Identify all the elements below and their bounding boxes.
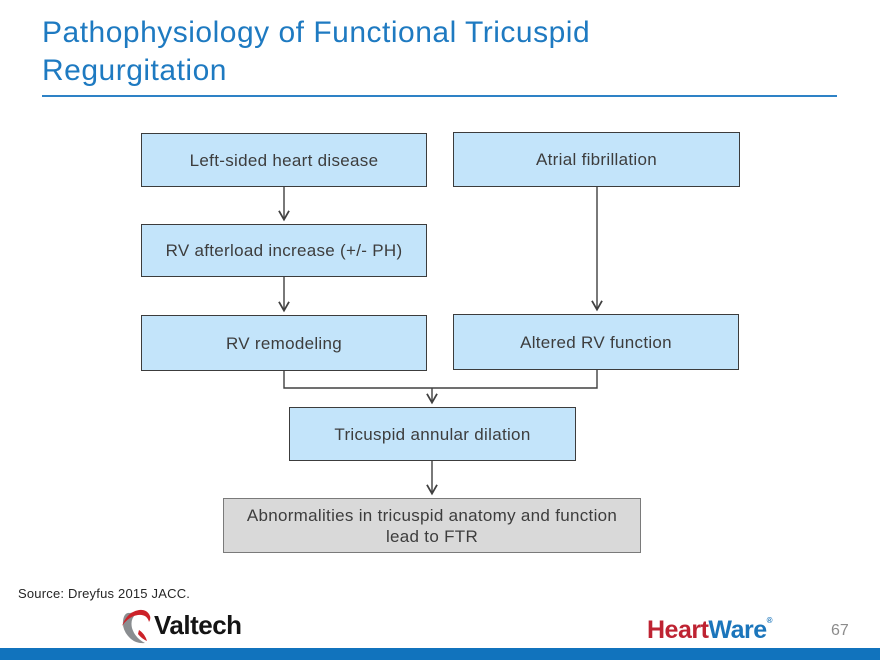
heartware-logo-heart: Heart — [647, 616, 709, 644]
flow-box-tricuspid-annular-dilation: Tricuspid annular dilation — [289, 407, 576, 461]
flow-box-atrial-fibrillation: Atrial fibrillation — [453, 132, 740, 187]
connector-merge-elbow — [283, 370, 598, 389]
valtech-swoosh-icon — [121, 606, 152, 645]
slide-title: Pathophysiology of Functional Tricuspid … — [42, 16, 591, 87]
title-underline — [42, 95, 837, 97]
valtech-logo: Valtech — [121, 606, 242, 645]
flow-box-ftr-outcome: Abnormalities in tricuspid anatomy and f… — [223, 498, 641, 553]
flow-box-left-sided-heart-disease: Left-sided heart disease — [141, 133, 427, 187]
bottom-accent-bar — [0, 648, 880, 660]
heartware-logo: HeartWare® — [647, 616, 773, 645]
heartware-registered-mark: ® — [766, 616, 773, 625]
heartware-logo-ware: Ware — [708, 616, 767, 644]
page-number: 67 — [831, 622, 849, 639]
flow-box-altered-rv-function: Altered RV function — [453, 314, 739, 370]
source-note: Source: Dreyfus 2015 JACC. — [18, 586, 191, 601]
flow-box-rv-afterload-increase: RV afterload increase (+/- PH) — [141, 224, 427, 277]
valtech-logo-text: Valtech — [154, 610, 242, 640]
flow-box-rv-remodeling: RV remodeling — [141, 315, 427, 371]
